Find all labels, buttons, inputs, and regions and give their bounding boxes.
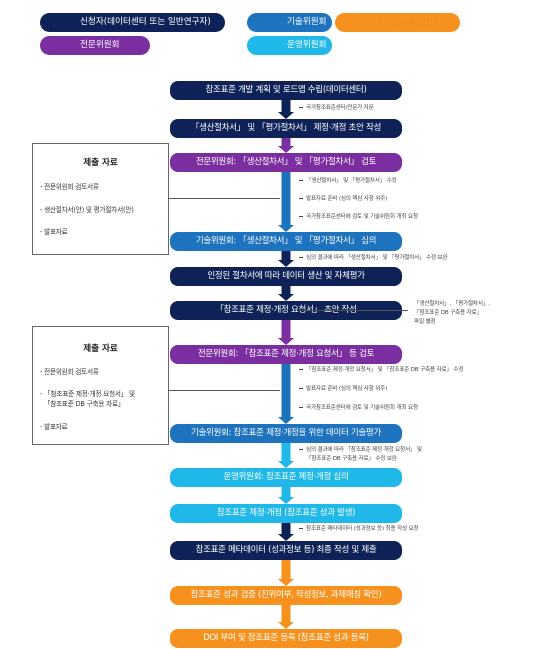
note-request-supplement-2: 「참조표준 DB 구축용 자료」 수정·보완 (306, 456, 397, 462)
connector-line (168, 198, 280, 199)
step-technical-deliberation-procedure: 기술위원회: 「생산절차서」 및 「평가절차서」 심의 (170, 232, 402, 251)
flow-arrow-shaft (281, 487, 291, 498)
flow-arrow-head (278, 112, 294, 119)
flow-arrow-shaft (281, 286, 291, 295)
flow-arrow-shaft (281, 523, 291, 535)
flow-arrow-shaft (281, 443, 291, 462)
submission-item: - 발표자료 (40, 423, 68, 431)
step-metadata-submission: 참조표준 메타데이터 (성과정보 등) 최종 작성 및 제출 (170, 541, 402, 560)
note-request-supplement-1: 심의 결과에 따라 「참조표준 제정·개정 요청서」 및 (299, 447, 422, 453)
note-attachment-1: 「생산절차서」, 「평가절차서」, (414, 301, 490, 307)
flow-arrow-shaft (281, 320, 291, 339)
note-advisory: 국가참조표준센터/전문가 자문 (299, 105, 374, 111)
step-expert-review-procedure: 전문위원회: 「생산절차서」 및 「평가절차서」 검토 (170, 153, 402, 172)
step-plan-roadmap: 참조표준 개발 계획 및 로드맵 수립(데이터센터) (170, 81, 402, 100)
submission-box-procedures: 제출 자료 - 전문위원회 검토서류 - 생산절차서(안) 및 평가절차서(안)… (32, 143, 169, 255)
step-operating-deliberation: 운영위원회: 참조표준 제정·개정 심의 (170, 468, 402, 487)
note-procedure-supplement: 심의 결과에 따라 「생산절차서」 및 「평가절차서」 수정·보완 (298, 255, 448, 261)
submission-item: - 「참조표준 제정·개정 요청서」 및 (40, 390, 135, 398)
flow-arrow-shaft (281, 100, 291, 113)
flow-arrow-head (278, 534, 294, 541)
flow-arrow-head (278, 225, 294, 232)
flow-arrow-head (278, 338, 294, 345)
flow-arrow-head (278, 461, 294, 468)
connector-line (300, 310, 408, 311)
note-request-revise: 「참조표준 제정·개정 요청서」 및 「참조표준 DB 구축용 자료」 수정 (298, 367, 464, 373)
submission-item: - 전문위원회 검토서류 (40, 183, 99, 191)
step-procedure-draft: 「생산절차서」 및 「평가절차서」 제정·개정 초안 작성 (170, 119, 402, 138)
flow-arrow-shaft (281, 364, 291, 418)
note-presentation-prep: 발표자료 준비 (심의 핵심 사항 위주) (298, 196, 388, 202)
note-presentation-prep-2: 발표자료 준비 (심의 핵심 사항 위주) (298, 386, 388, 392)
step-result-verification: 참조표준 성과 검증 (진위여부, 작성정보, 과제매칭 확인) (170, 586, 402, 605)
legend-expert-committee: 전문위원회 (40, 36, 150, 55)
submission-box-title: 제출 자료 (83, 344, 118, 354)
step-technical-evaluation: 기술위원회: 참조표준 제정·개정을 위한 데이터 기술평가 (170, 424, 402, 443)
flow-arrow-shaft (281, 560, 291, 580)
flow-arrow-head (278, 146, 294, 153)
flow-arrow-shaft (281, 251, 291, 261)
note-attachment-2: 「참조표준 DB 구축용 자료」 (414, 310, 482, 316)
step-doi-registration: DOI 부여 및 참조표준 등록 (참조표준 성과 등록) (170, 629, 402, 648)
step-data-production: 인정된 절차서에 따라 데이터 생산 및 자체평가 (170, 267, 402, 286)
note-review-request-2: 국가참조표준센터에 검토 및 기술위원회 개최 요청 (299, 405, 418, 411)
flow-arrow-head (278, 622, 294, 629)
flow-arrow-head (278, 294, 294, 301)
flow-arrow-shaft (281, 138, 291, 147)
flow-arrow-shaft (281, 172, 291, 226)
legend-operating-committee: 운영위원회 (247, 36, 332, 55)
submission-box-request: 제출 자료 - 전문위원회 검토서류 - 「참조표준 제정·개정 요청서」 및 … (32, 326, 169, 445)
step-standard-established: 참조표준 제정·개정 (참조표준 성과 발생) (170, 504, 402, 523)
submission-item: 「참조표준 DB 구축용 자료」 (43, 400, 125, 408)
submission-item: - 생산절차서(안) 및 평가절차서(안) (40, 206, 134, 214)
step-expert-review-request: 전문위원회: 「참조표준 제정·개정 요청서」 등 검토 (170, 345, 402, 364)
flow-arrow-head (278, 260, 294, 267)
note-procedure-revise: 「생산절차서」 및 「평가절차서」 수정 (299, 178, 397, 184)
flow-arrow-head (278, 497, 294, 504)
submission-item: - 전문위원회 검토서류 (40, 368, 99, 376)
flow-arrow-head (278, 579, 294, 586)
note-attachment-3: 파일 별첨 (414, 319, 436, 325)
legend-national-center: 국가참조표준센터 (335, 13, 460, 32)
connector-line (168, 390, 280, 391)
note-review-request: 국가참조표준센터에 검토 및 기술위원회 개최 요청 (299, 214, 418, 220)
legend-technical-committee: 기술위원회 (247, 13, 332, 32)
legend-applicant: 신청자(데이터센터 또는 일반연구자) (40, 13, 225, 32)
submission-item: - 발표자료 (40, 228, 68, 236)
flow-arrow-head (278, 417, 294, 424)
submission-box-title: 제출 자료 (83, 158, 118, 168)
flow-arrow-shaft (281, 605, 291, 623)
note-metadata-request: 참조표준 메타데이터 (성과정보 등) 최종 작성 요청 (298, 526, 419, 532)
step-request-draft: 「참조표준 제정·개정 요청서」 초안 작성 (170, 301, 402, 320)
